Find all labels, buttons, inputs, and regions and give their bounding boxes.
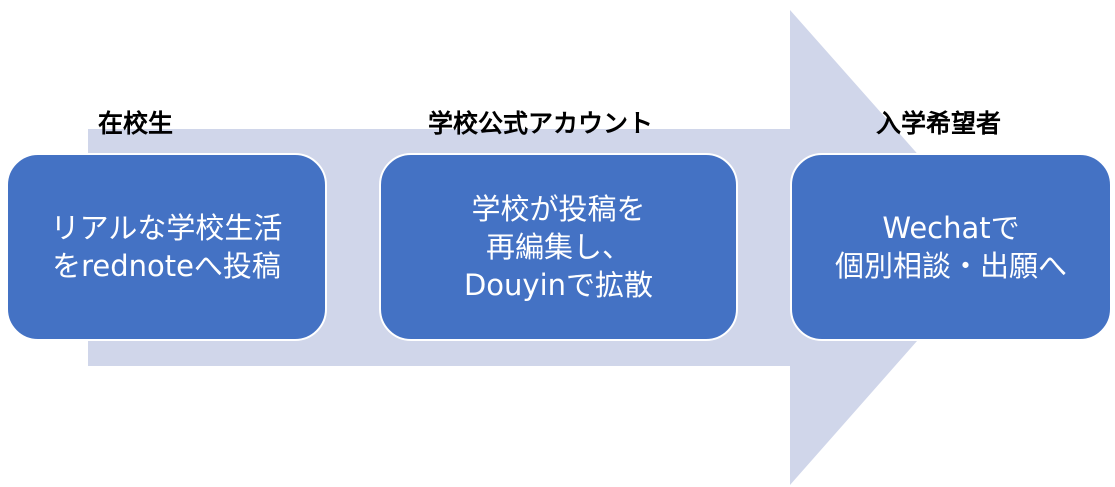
stage-box-text-line: 個別相談・出願へ: [834, 249, 1067, 283]
stage-label-students: 在校生: [98, 109, 174, 138]
stage-box-applicants: Wechatで 個別相談・出願へ: [790, 153, 1112, 341]
stage-box-text-line: 学校が投稿を: [471, 192, 646, 226]
stage-label-official-account: 学校公式アカウント: [428, 109, 654, 138]
stage-box-text-line: リアルな学校生活: [50, 211, 283, 245]
stage-box-text-line: Wechatで: [882, 211, 1020, 245]
stage-box-text-line: をrednoteへ投稿: [52, 249, 281, 283]
stage-box-text-line: Douyinで拡散: [463, 268, 654, 302]
stage-box-text-line: 再編集し、: [485, 230, 631, 264]
stage-label-applicants: 入学希望者: [876, 109, 1002, 138]
stage-box-students: リアルな学校生活 をrednoteへ投稿: [6, 153, 327, 341]
stage-box-official-account: 学校が投稿を 再編集し、 Douyinで拡散: [379, 153, 738, 341]
